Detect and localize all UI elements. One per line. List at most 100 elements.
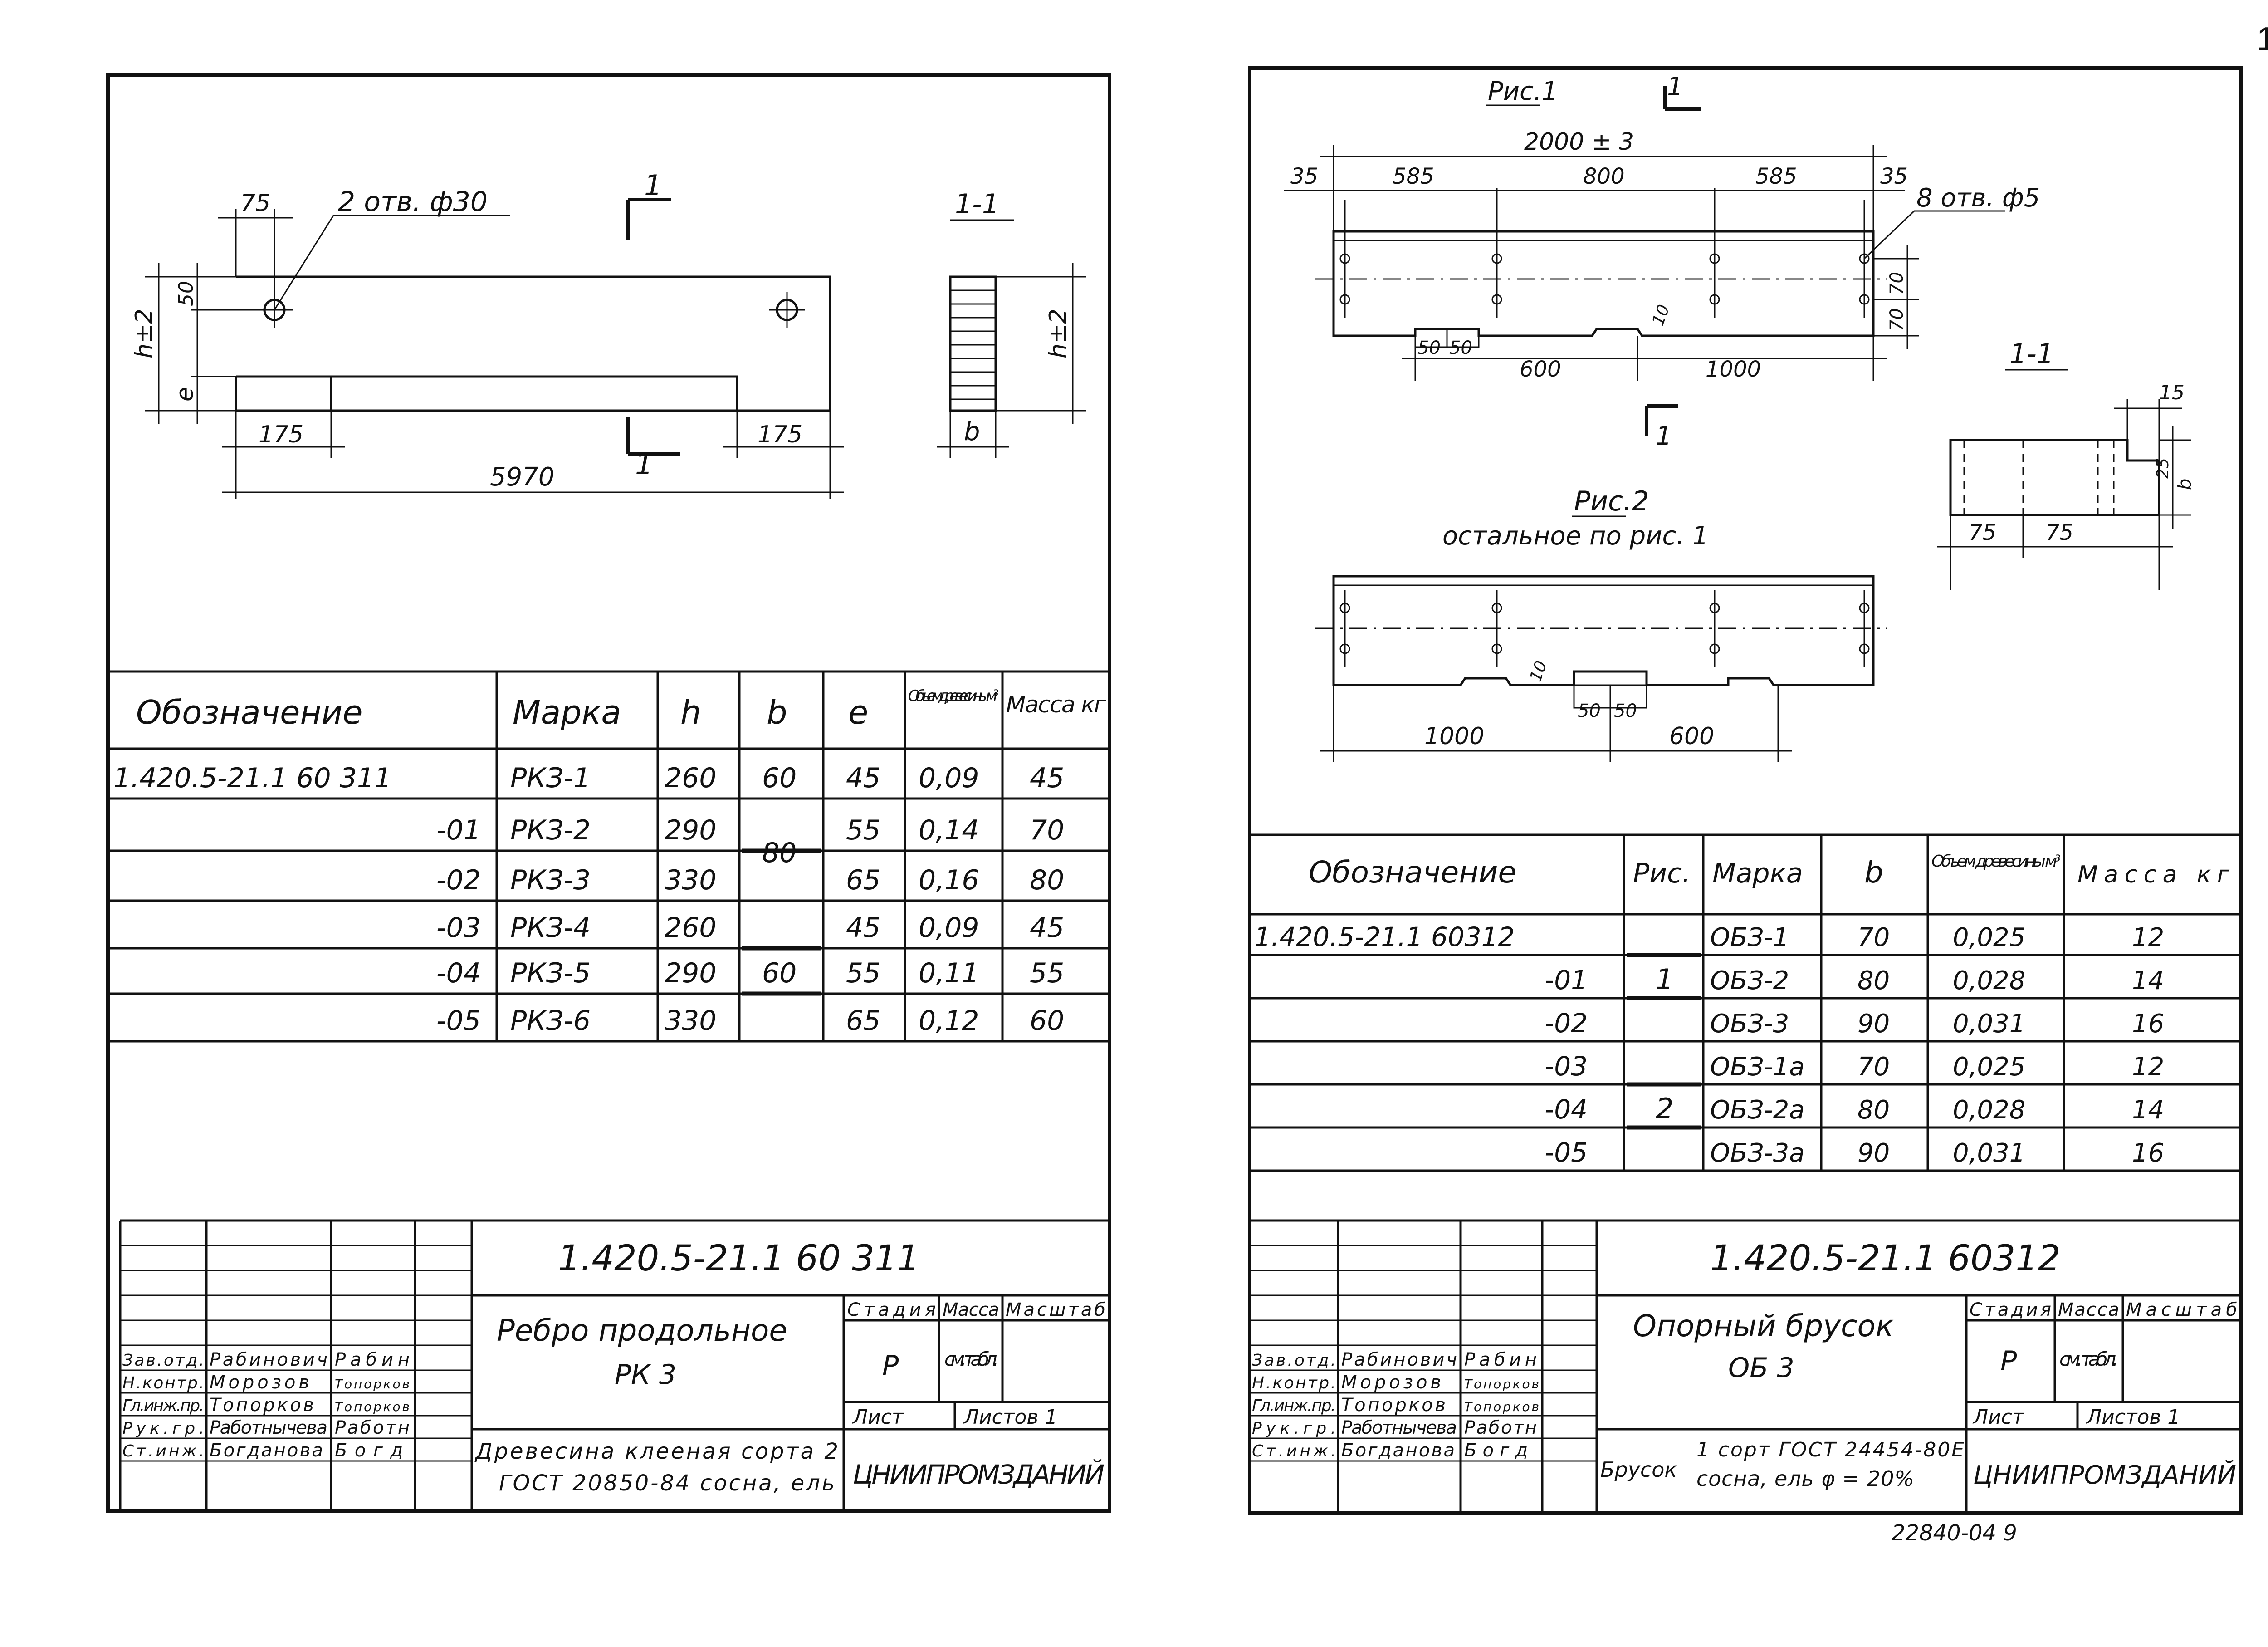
rt-b: 80 [1857,966,1890,995]
fig1-section-mark: 1 [1667,72,1683,102]
lt-vol: 0,09 [919,762,979,794]
rt-vol: 0,025 [1953,1052,2025,1082]
lt-scale-label: Масштаб [1006,1299,1105,1320]
rt-code: -04 [1545,1094,1588,1125]
rt-mark: ОБЗ-3 [1710,1009,1789,1039]
rt-role: Ст.инж. [1252,1442,1336,1461]
lt-mark: РКЗ-5 [510,957,591,989]
rt-mass: 12 [2132,923,2164,952]
rt-code: -03 [1545,1051,1588,1082]
fig1-holes-note: 8 отв. ф5 [1916,183,2040,213]
rt-person: Богданова [1341,1440,1455,1461]
fig2-dim-50a: 50 [1578,701,1601,721]
right-sec-dim-b: b [2175,479,2195,490]
right-sec-dim-75a: 75 [1969,520,1996,545]
rt-row-4: -04 ОБЗ-2а 80 0,028 14 [1545,1094,2164,1125]
lt-header-e: e [848,693,868,731]
lt-header-mark: Марка [513,693,621,731]
sec-dim-h2: h±2 [1045,309,1072,358]
lt-row-5: -05 РКЗ-6 330 65 0,12 60 [436,1005,1064,1037]
fig1-dim-70a: 70 [1887,272,1907,295]
lt-person: Богданова [210,1440,323,1461]
rt-stage-value: Р [2000,1345,2017,1377]
lt-role: Рук.гр. [122,1419,204,1438]
lt-mark: РКЗ-4 [510,912,591,944]
rt-row-5: -05 ОБЗ-3а 90 0,031 16 [1545,1137,2164,1168]
fig2-dim-50b: 50 [1614,701,1637,721]
lt-h: 290 [665,814,717,846]
lt-material-line2: ГОСТ 20850-84 сосна, ель [499,1471,835,1496]
rt-b: 70 [1857,923,1890,952]
lt-mark: РКЗ-3 [510,864,591,896]
fig1-dim-35b: 35 [1880,164,1908,189]
right-section-drawing: 1-1 15 25 b 75 75 [1937,338,2195,590]
section-rect [949,275,997,412]
lt-code: -03 [436,912,481,944]
lt-name-line2: РК 3 [615,1359,676,1391]
lt-row-3: -03 РКЗ-4 260 60 45 0,09 45 [436,912,1064,989]
rt-person: Морозов [1341,1372,1441,1393]
fig1-dim-50a: 50 [1418,338,1441,358]
rt-header-mass: Масса кг [2077,861,2230,888]
rt-signature: Рабин [1464,1349,1537,1370]
rt-mass: 16 [2132,1009,2164,1039]
lt-row-1: -01 РКЗ-2 290 80 55 0,14 70 [436,814,1064,869]
sec-dim-b: b [964,417,980,446]
holes-note: 2 отв. ф30 [338,186,488,218]
lt-stage-value: Р [882,1350,899,1382]
lt-vol: 0,14 [919,814,979,846]
rt-mark: ОБЗ-1а [1710,1052,1805,1082]
dim-h2: h±2 [131,309,158,358]
rt-person: Топорков [1341,1395,1446,1416]
rt-stage-label: Стадия [1970,1299,2051,1320]
rt-scale-label: Масштаб [2126,1299,2237,1320]
rt-vol: 0,031 [1953,1009,2025,1039]
lt-vol: 0,11 [919,957,979,989]
fig1-dim-35a: 35 [1290,164,1318,189]
right-sheet: Рис.1 1 1 [1248,66,2243,1546]
lt-header-b: b [767,693,787,731]
rt-role: Гл.инж.пр. [1252,1397,1336,1415]
lt-h: 330 [665,864,717,896]
rt-person: Рабинович [1341,1349,1457,1370]
rt-signature: Топорков [1464,1399,1539,1414]
lt-person: Морозов [210,1372,309,1393]
dim-175-left: 175 [259,421,303,448]
rt-material-prefix: Брусок [1600,1457,1677,1482]
lt-code: -04 [436,957,481,989]
rt-signature: Богд [1464,1440,1528,1461]
right-sec-dim-25: 25 [2154,458,2172,479]
lt-person: Работнычева [210,1417,327,1438]
lt-h: 260 [665,762,717,794]
rt-row-1: -01 ОБЗ-2 80 0,028 14 [1545,965,2164,995]
fig2-note: остальное по рис. 1 [1442,521,1709,551]
rt-mark: ОБЗ-2 [1710,966,1789,995]
lt-code: -01 [436,814,481,846]
lt-vol: 0,09 [919,912,979,944]
rt-vol: 0,025 [1953,923,2025,952]
lt-e: 45 [846,762,880,794]
right-spec-table: Обозначение Рис. Марка b Объем древесины… [1250,833,2241,1172]
rt-code: -05 [1545,1137,1588,1168]
lt-h: 260 [665,912,717,944]
rt-sheets-label: Листов 1 [2086,1406,2180,1429]
rt-header-mark: Марка [1712,858,1803,889]
rt-row-0: 1.420.5-21.1 60312 1 ОБЗ-1 70 0,025 12 [1254,922,2164,996]
left-spec-table: Обозначение Марка h b e Объем древесины … [108,670,1110,1043]
rt-row-3: -03 2 ОБЗ-1а 70 0,025 12 [1545,1051,2164,1125]
left-rib-drawing: 2 отв. ф30 1 1 75 h±2 50 e [131,169,1086,499]
lt-mass: 55 [1030,957,1064,989]
rt-mass: 14 [2132,1095,2164,1125]
rt-sheet-label: Лист [1972,1406,2024,1429]
lt-mark: РКЗ-2 [510,814,591,846]
lt-person: Рабинович [210,1349,327,1370]
fig1-bar-outline [1332,230,1875,337]
rt-mark: ОБЗ-1 [1710,923,1789,952]
lt-stage-label: Стадия [847,1299,936,1320]
lt-mass: 80 [1030,864,1064,896]
fig2-bar-outline [1332,575,1875,686]
lt-mass: 45 [1030,762,1064,794]
lt-code: -05 [436,1005,481,1037]
rt-mass: 16 [2132,1138,2164,1168]
